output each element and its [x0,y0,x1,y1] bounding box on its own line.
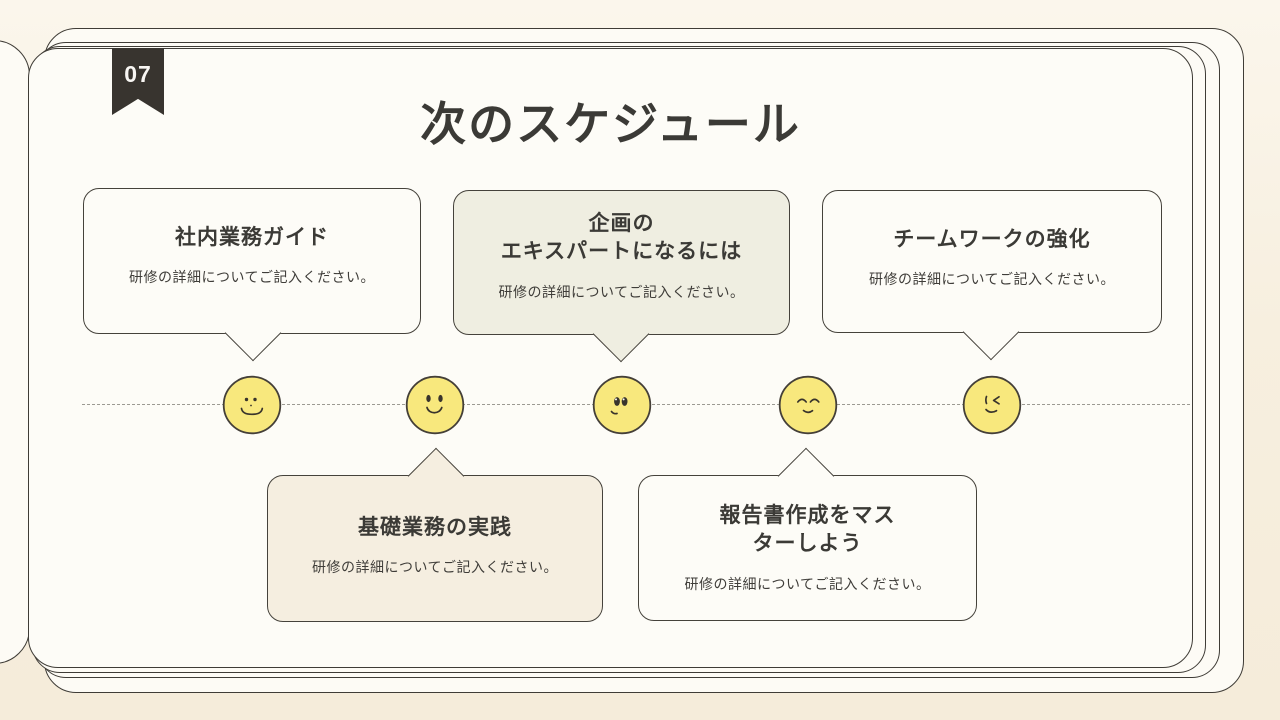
card-description: 研修の詳細についてご記入ください。 [684,575,931,592]
page-number-ribbon: 07 [112,48,164,115]
timeline-card-2: 基礎業務の実践 研修の詳細についてご記入ください。 [267,447,603,622]
card-title: チームワークの強化 [893,228,1091,251]
timeline-card-3: 企画の エキスパートになるには 研修の詳細についてご記入ください。 [453,190,790,363]
slide-page [28,48,1193,668]
card-title: 企画の エキスパートになるには [500,212,743,264]
smiley-open-smile-icon [405,375,465,435]
previous-page-edge [0,40,30,664]
smiley-wink-icon [962,375,1022,435]
card-title: 報告書作成をマス ターしよう [719,504,896,556]
page-number: 07 [124,61,152,87]
timeline-card-4: 報告書作成をマス ターしよう 研修の詳細についてご記入ください。 [638,447,977,621]
smiley-small-smile-icon [222,375,282,435]
smiley-glance-left-icon [592,375,652,435]
timeline-card-1: 社内業務ガイド 研修の詳細についてご記入ください。 [83,188,421,362]
slide-title: 次のスケジュール [420,98,801,150]
smiley-closed-eyes-icon [778,375,838,435]
timeline-card-5: チームワークの強化 研修の詳細についてご記入ください。 [822,190,1162,361]
card-title: 基礎業務の実践 [358,516,512,539]
card-description: 研修の詳細についてご記入ください。 [868,271,1116,288]
card-description: 研修の詳細についてご記入ください。 [128,269,376,286]
card-title: 社内業務ガイド [175,226,329,249]
card-description: 研修の詳細についてご記入ください。 [311,559,559,576]
card-description: 研修の詳細についてご記入ください。 [498,283,745,300]
